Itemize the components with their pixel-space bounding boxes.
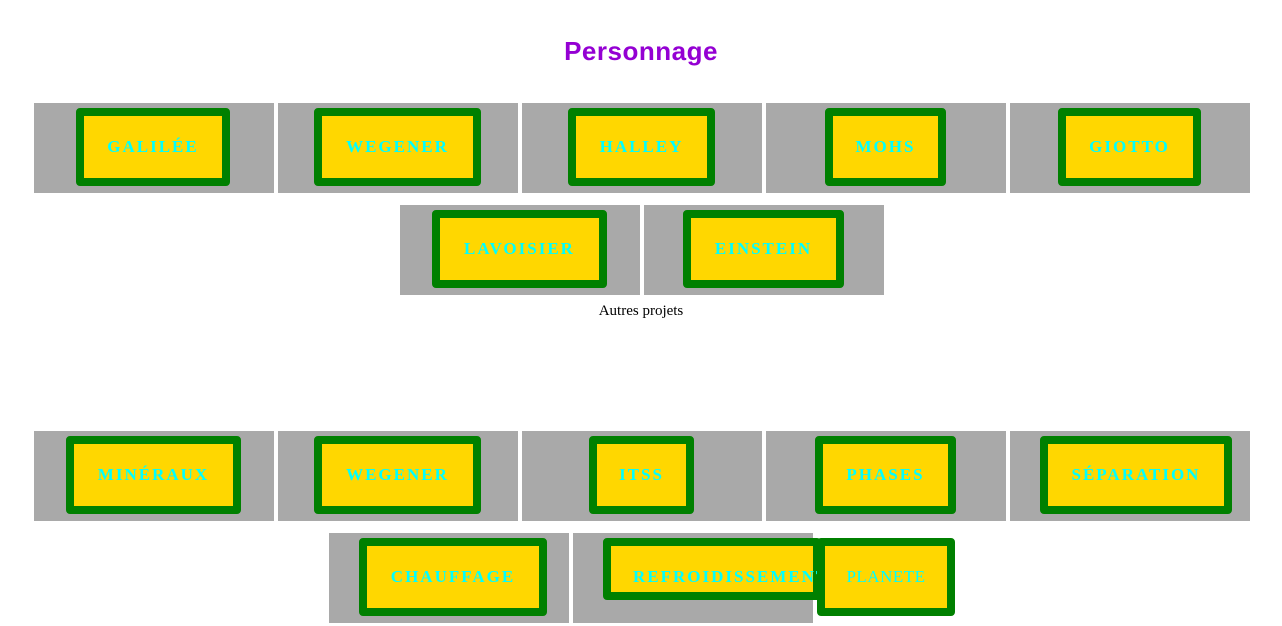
personnage-cell-galilee: GALILÉE bbox=[34, 103, 274, 193]
projet-cell-separation: SÉPARATION bbox=[1010, 431, 1250, 521]
page-title: Personnage bbox=[564, 36, 718, 66]
itss-button[interactable]: ITSS bbox=[589, 436, 694, 514]
projet-cell-itss: ITSS bbox=[522, 431, 762, 521]
wegener-button[interactable]: WEGENER bbox=[314, 108, 481, 186]
halley-button[interactable]: HALLEY bbox=[568, 108, 715, 186]
lavoisier-button[interactable]: LAVOISIER bbox=[432, 210, 607, 288]
phases-button[interactable]: PHASES bbox=[815, 436, 956, 514]
galilee-button[interactable]: GALILÉE bbox=[76, 108, 230, 186]
wegener-projet-button[interactable]: WEGENER bbox=[314, 436, 481, 514]
personnage-cell-wegener: WEGENER bbox=[278, 103, 518, 193]
projet-cell-refroidissement: REFROIDISSEMENT bbox=[573, 533, 827, 623]
planete-button[interactable]: PLANETE bbox=[817, 538, 955, 616]
projet-cell-chauffage: CHAUFFAGE bbox=[329, 533, 569, 623]
projet-cell-phases: PHASES bbox=[766, 431, 1006, 521]
mohs-button[interactable]: MOHS bbox=[825, 108, 946, 186]
separation-button[interactable]: SÉPARATION bbox=[1040, 436, 1232, 514]
personnage-cell-einstein: EINSTEIN bbox=[644, 205, 884, 295]
autres-projets-label: Autres projets bbox=[598, 303, 684, 319]
personnage-cell-mohs: MOHS bbox=[766, 103, 1006, 193]
giotto-button[interactable]: GIOTTO bbox=[1058, 108, 1201, 186]
personnage-cell-lavoisier: LAVOISIER bbox=[400, 205, 640, 295]
personnage-cell-halley: HALLEY bbox=[522, 103, 762, 193]
projet-cell-wegener: WEGENER bbox=[278, 431, 518, 521]
einstein-button[interactable]: EINSTEIN bbox=[683, 210, 844, 288]
projet-cell-mineraux: MINÉRAUX bbox=[34, 431, 274, 521]
refroidissement-button[interactable]: REFROIDISSEMENT bbox=[603, 538, 827, 600]
mineraux-button[interactable]: MINÉRAUX bbox=[66, 436, 241, 514]
chauffage-button[interactable]: CHAUFFAGE bbox=[359, 538, 547, 616]
personnage-cell-giotto: GIOTTO bbox=[1010, 103, 1250, 193]
